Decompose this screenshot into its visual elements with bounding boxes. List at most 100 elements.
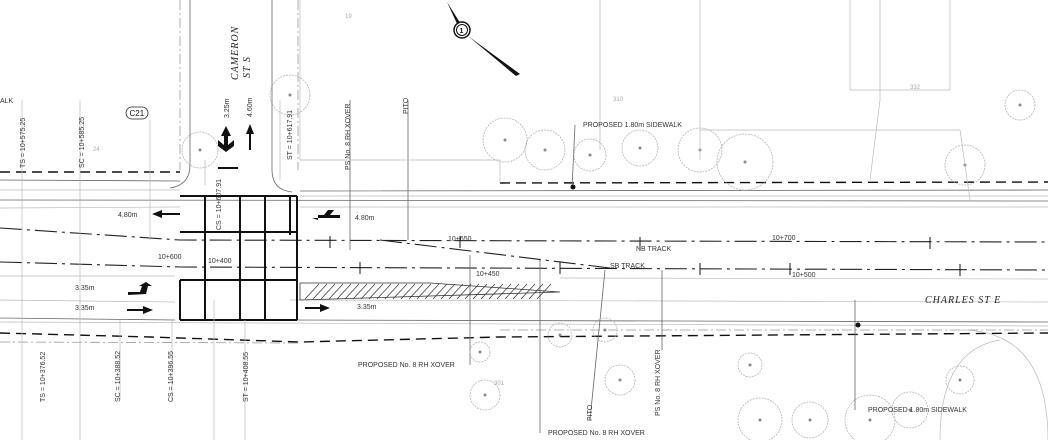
hatch-line [536,283,552,300]
hatched-island [299,282,561,301]
left-arrow-icon [152,210,180,218]
up-arrow-icon [246,124,254,150]
hatch-line [304,283,320,300]
tree-icon [573,138,607,172]
tree-icon [891,391,929,429]
cameron-row-line [179,0,299,170]
station-label-cs: CS = 10+607.91 [216,179,223,230]
hatch-line [440,283,456,300]
tree-icon [269,74,311,116]
hatch-line [312,283,328,300]
north-arrow-icon: 1 [447,2,520,76]
property-boundary [299,0,951,183]
survey-point-icon [855,322,861,328]
road-line [0,199,1048,202]
tree-trunk-icon [543,148,547,152]
turn-arrow-icon [312,210,340,220]
sb-track-centerline [0,261,1048,271]
hatch-line [352,283,368,300]
north-arrow-number: 1 [460,28,464,35]
dimension-label: 4.80m [355,215,375,222]
hatch-line [480,283,496,300]
station-label-ts: TS = 10+376.52 [40,352,47,402]
chainage-label: 10+450 [476,271,500,278]
tree-trunk-icon [638,146,642,150]
property-line [0,332,1048,343]
tree-icon [592,317,618,343]
tree-trunk-icon [743,160,747,164]
hatch-line [320,283,336,300]
note-proposed-sidewalk: PROPOSED 1.80m SIDEWALK [868,407,967,414]
hatch-line [472,283,488,300]
tree-trunk-icon [758,418,762,422]
tree-trunk-icon [958,378,962,382]
hatch-line [416,283,432,300]
tree-icon [1004,89,1036,121]
hatch-line [384,283,400,300]
hatch-line [528,283,544,300]
hatch-line [496,283,512,300]
lot-number: 332 [910,85,921,91]
tree-icon [482,117,528,163]
note-pito: PITO [587,404,594,421]
hatch-line [512,283,528,300]
road-line [0,206,1048,209]
crossover-track [379,239,611,269]
hatch-line [448,283,464,300]
hatch-line [392,283,408,300]
left-turn-arrow-icon [128,282,152,295]
bidirectional-arrow-icon [218,126,234,152]
road-line [0,317,1048,323]
tree-trunk-icon [808,418,812,422]
chainage-label: 10+400 [208,258,232,265]
tree-trunk-icon [478,350,482,354]
cameron-curb [271,0,293,193]
station-label-st: ST = 10+408.55 [243,352,250,402]
lot-number: 24 [93,147,100,153]
road-line [0,275,1048,280]
intersection-box [180,195,297,321]
tree-icon [469,341,491,363]
lot-number: 310 [613,97,624,103]
dimension-label: 4.60m [247,97,254,117]
tree-icon [844,394,896,440]
sb-track-label: SB TRACK [610,263,645,270]
hatch-line [456,283,472,300]
dimension-label: 3.35m [75,285,95,292]
street-name-charles: CHARLES ST E [925,295,1001,306]
tree-icon [181,131,219,169]
leader-line [349,100,856,433]
tree-trunk-icon [288,93,292,97]
tree-trunk-icon [588,153,592,157]
hatch-line [464,283,480,300]
tree-trunk-icon [483,393,487,397]
traffic-arrows [127,124,340,314]
note-ps-xover: PS No. 8 RH XOVER [345,103,352,170]
chainage-label: 10+650 [448,236,472,243]
station-label-ts: TS = 10+575.25 [20,118,27,168]
lot-number: 301 [494,381,505,387]
right-arrow-icon [305,304,330,312]
paved-area [939,329,1048,440]
road-line [0,299,1048,303]
hatch-line [432,283,448,300]
tree-trunk-icon [558,333,562,337]
hatch-line [408,283,424,300]
tree-trunk-icon [198,148,202,152]
hatch-line [336,283,352,300]
hatch-line [400,283,416,300]
tree-icon [604,364,636,396]
tree-trunk-icon [603,328,607,332]
station-label-cs: CS = 10+396.55 [168,351,175,402]
tree-icon [945,365,975,395]
hatch-line [424,283,440,300]
hatch-line [368,283,384,300]
note-pito: PITO [403,97,410,114]
dimension-label: 3.25m [224,98,231,118]
callout-label: C21 [130,109,145,118]
street-name-cameron: CAMERON [230,25,241,80]
station-label-st: ST = 10+617.91 [287,110,294,160]
intersection-box [179,196,298,320]
